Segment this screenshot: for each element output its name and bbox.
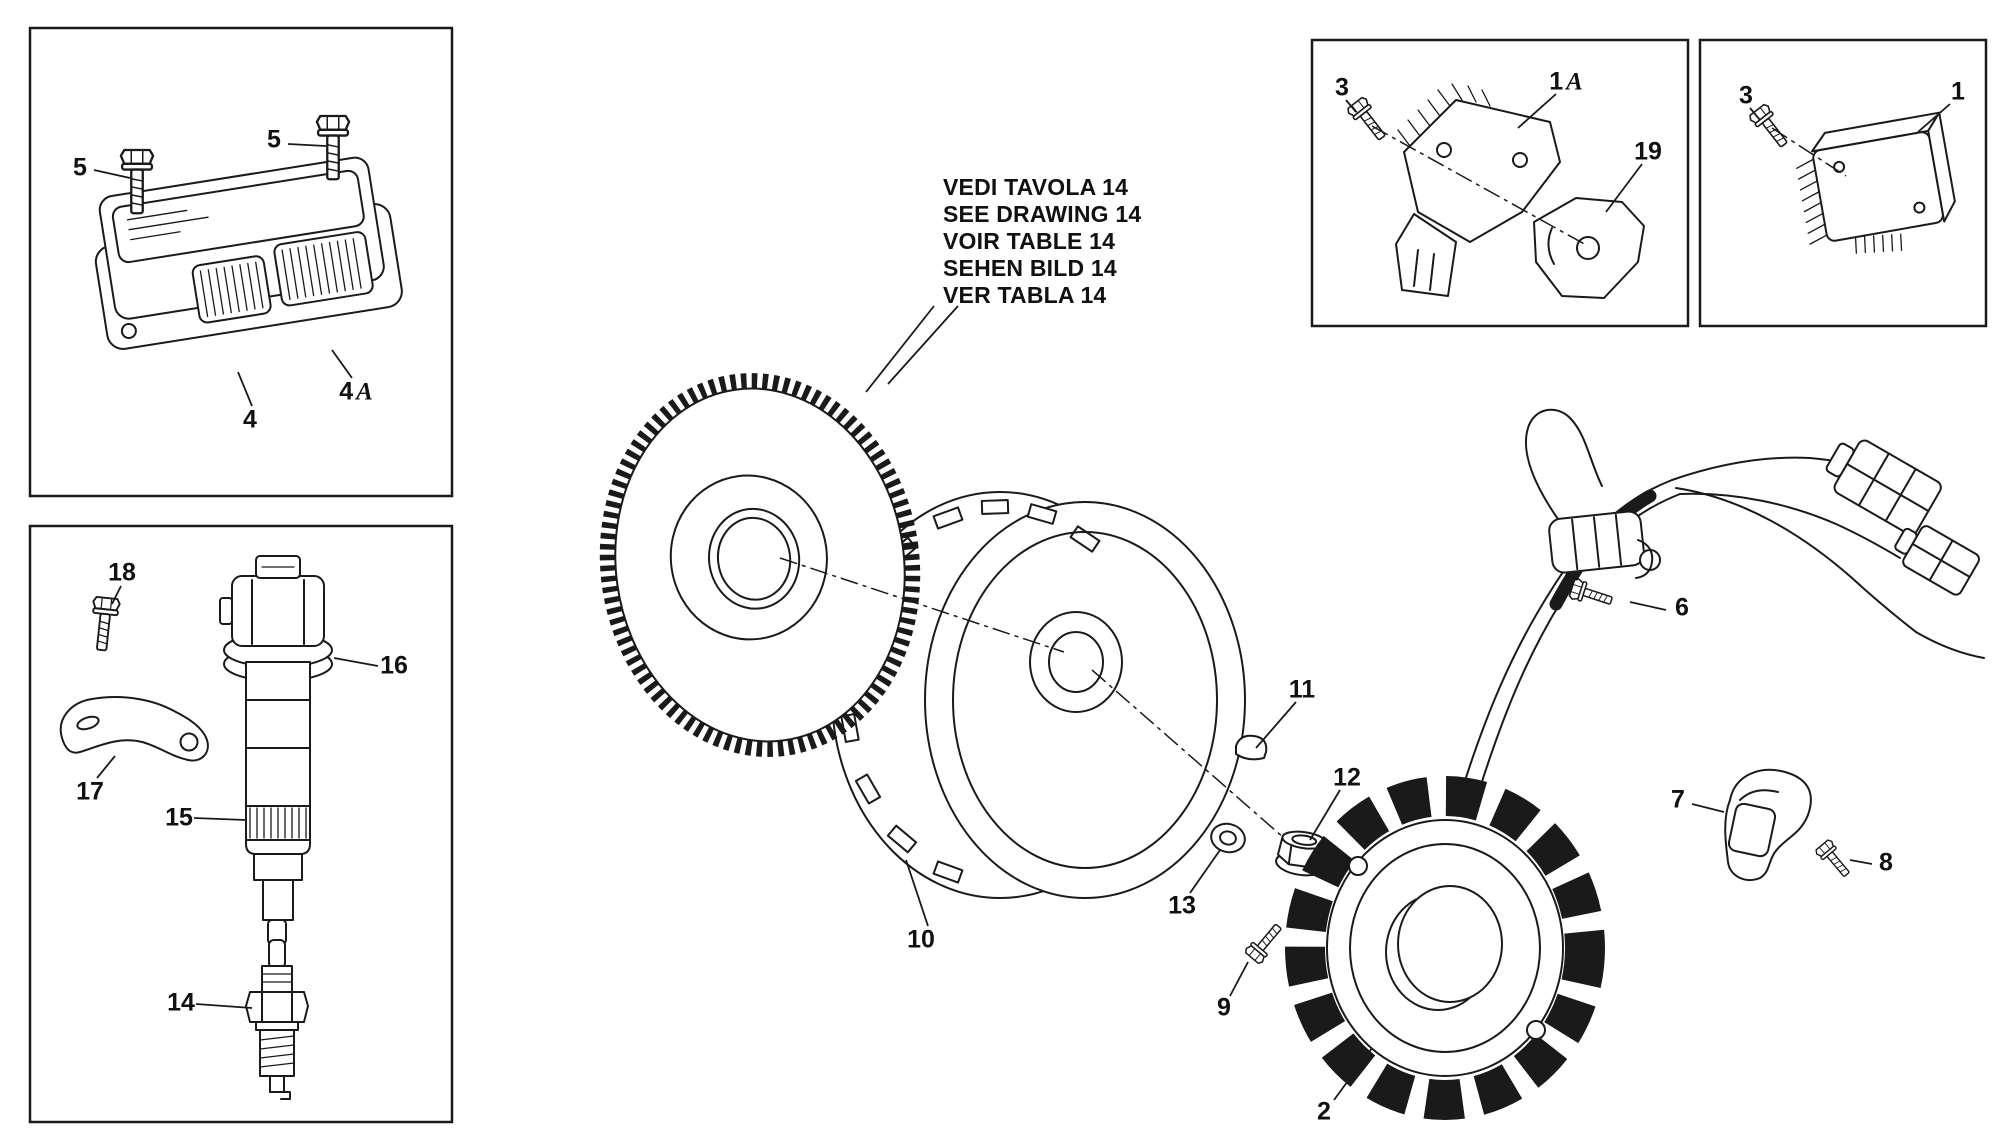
panel-coil-box <box>28 524 454 1124</box>
screw-3-right-drawing <box>1747 102 1794 153</box>
screw-3-left-drawing <box>1345 95 1392 146</box>
panel-ecu-box <box>28 26 454 498</box>
note-line-en: SEE DRAWING 14 <box>943 201 1142 227</box>
part-label-7: 7 <box>1671 785 1685 814</box>
part-label-16: 16 <box>380 651 408 680</box>
stator-drawing <box>1285 776 1605 1120</box>
reference-note: VEDI TAVOLA 14 SEE DRAWING 14 VOIR TABLE… <box>943 174 1141 309</box>
spark-plug-14-drawing <box>245 939 309 1100</box>
bolt-6-drawing <box>1568 577 1616 612</box>
ecu-drawing <box>94 156 403 350</box>
part-label-18: 18 <box>108 558 136 587</box>
screw-18-drawing <box>87 595 122 653</box>
harness-connector-a <box>1825 439 1942 536</box>
part-label-13: 13 <box>1168 891 1196 920</box>
part-label-4a-number: 4 <box>339 377 354 406</box>
centerline-1a <box>1371 125 1589 247</box>
axis-centerline-left <box>779 557 1065 653</box>
cam-gear-drawing <box>599 373 921 757</box>
part-label-1a-number: 1 <box>1549 67 1564 96</box>
washer-13-drawing <box>1210 822 1246 854</box>
panel-regulator-1-box <box>1698 38 1988 328</box>
part-label-6: 6 <box>1675 593 1689 622</box>
part-label-4: 4 <box>243 405 257 434</box>
screw-8-drawing <box>1813 838 1855 882</box>
note-line-es: VER TABLA 14 <box>943 282 1107 308</box>
regulator-1-drawing <box>1796 111 1956 254</box>
part-label-11: 11 <box>1288 675 1316 704</box>
regulator-1a-drawing <box>1395 83 1561 297</box>
part-label-14: 14 <box>167 988 195 1017</box>
part-label-9: 9 <box>1217 993 1231 1022</box>
part-label-17: 17 <box>76 777 104 806</box>
leader-lines <box>93 93 1951 1101</box>
flywheel-drawing <box>831 491 1246 899</box>
part-label-12: 12 <box>1333 763 1361 792</box>
part-label-3-left: 3 <box>1335 73 1349 102</box>
note-line-de: SEHEN BILD 14 <box>943 255 1117 281</box>
part-label-2: 2 <box>1317 1097 1331 1126</box>
note-line-it: VEDI TAVOLA 14 <box>943 174 1129 200</box>
part-label-4a-suffix: A <box>356 378 373 406</box>
bracket-17-drawing <box>59 696 209 762</box>
boot-7-drawing <box>1724 768 1812 881</box>
note-line-fr: VOIR TABLE 14 <box>943 228 1116 254</box>
part-label-5-left: 5 <box>73 153 87 182</box>
cover-19-drawing <box>1533 197 1645 299</box>
part-label-19: 19 <box>1634 137 1662 166</box>
part-label-8: 8 <box>1879 848 1893 877</box>
woodruff-key-11-drawing <box>1235 734 1268 761</box>
part-label-1a-suffix: A <box>1566 68 1583 96</box>
centerline-1 <box>1771 127 1847 177</box>
part-label-3-right: 3 <box>1739 81 1753 110</box>
screw-9-drawing <box>1243 918 1288 966</box>
ignition-coil-drawing <box>219 555 333 945</box>
part-label-10: 10 <box>907 925 935 954</box>
axis-centerline-right <box>1091 669 1317 867</box>
harness-connector-b <box>1894 525 1980 596</box>
part-label-15: 15 <box>165 803 193 832</box>
panel-regulator-1a-box <box>1310 38 1690 328</box>
part-label-1: 1 <box>1951 77 1965 106</box>
pickup-sensor-drawing <box>1548 510 1661 579</box>
part-label-5-right: 5 <box>267 125 281 154</box>
